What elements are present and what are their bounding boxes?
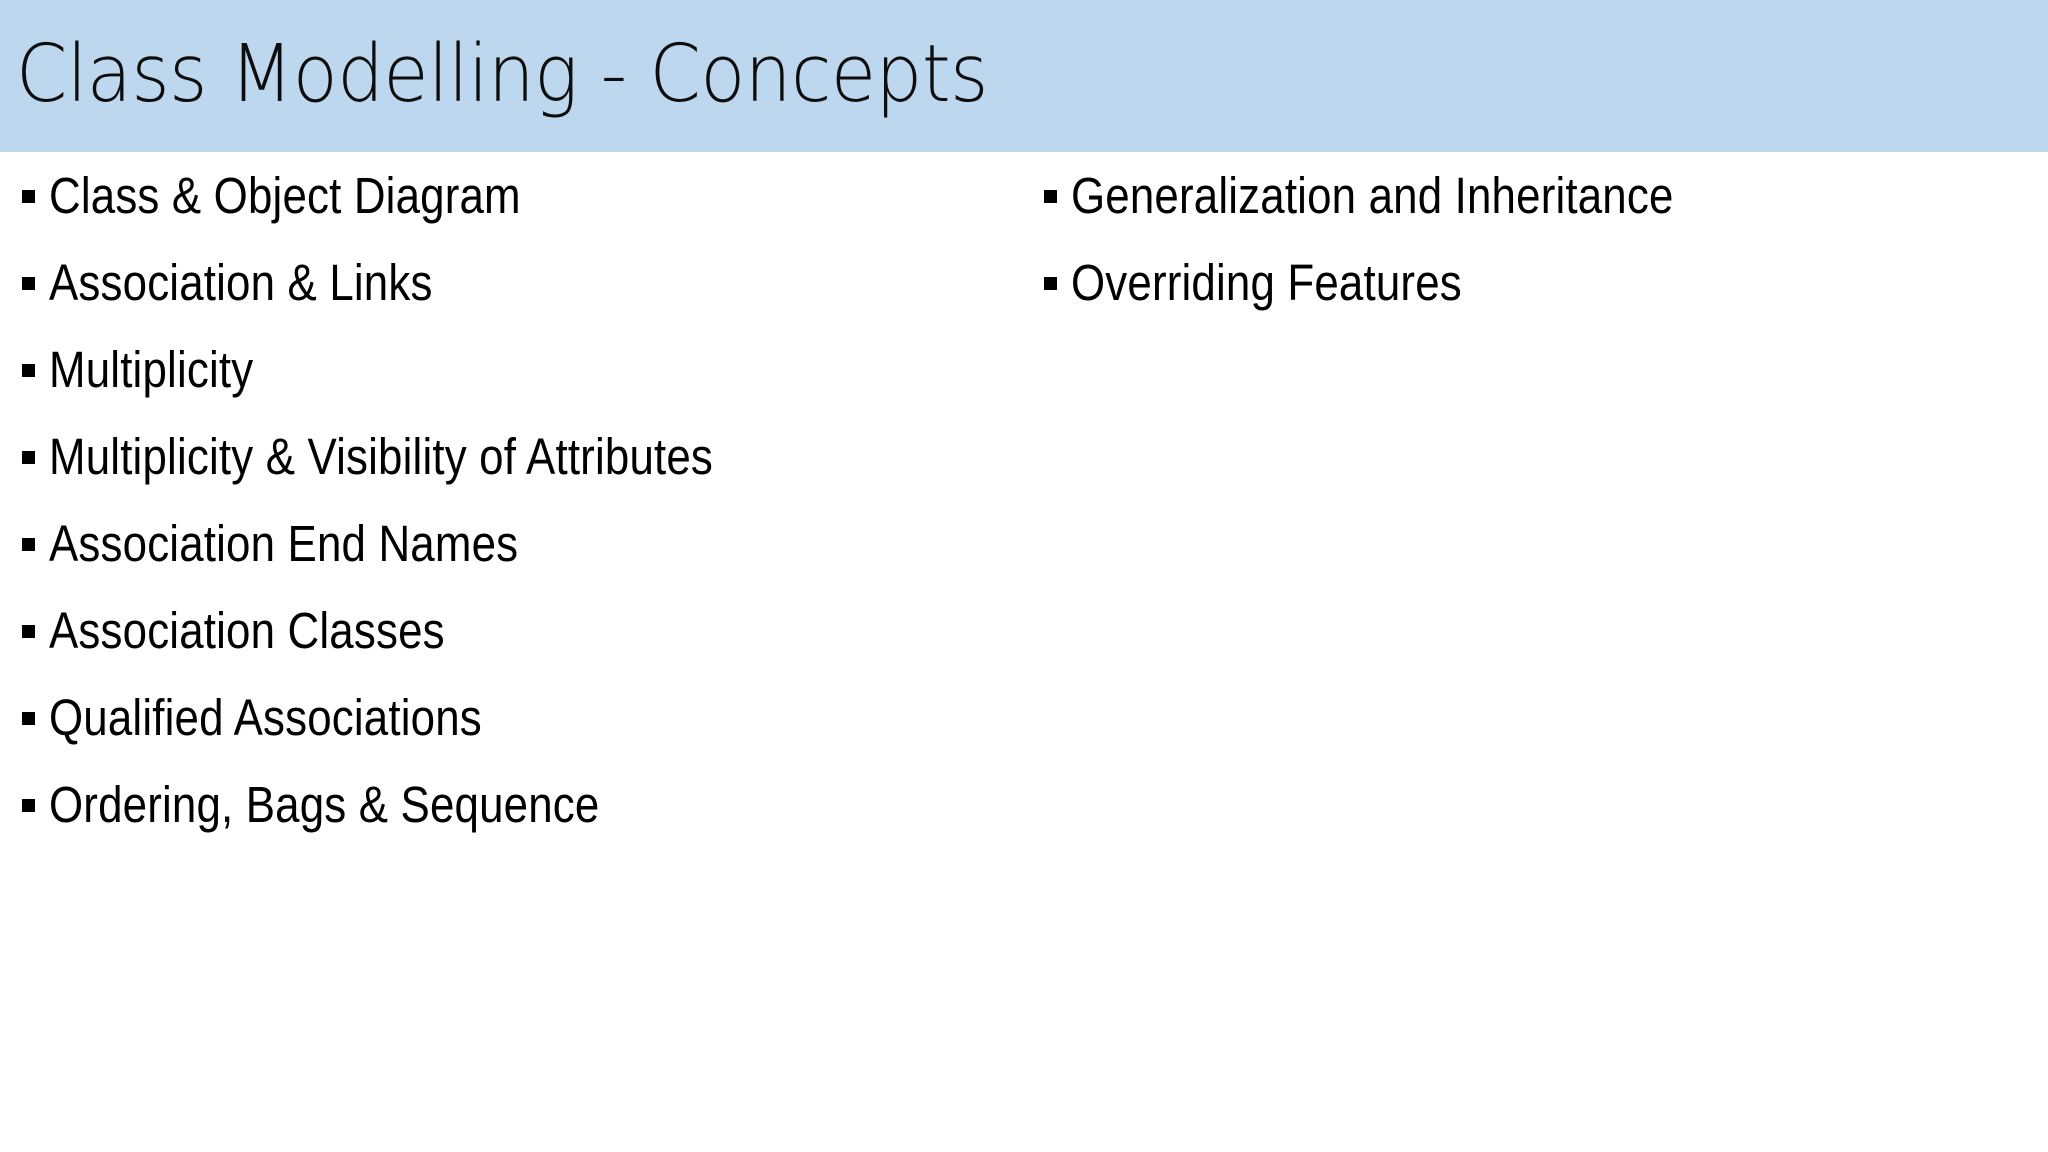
list-item-label: Qualified Associations [49, 689, 482, 746]
square-bullet-icon [22, 190, 35, 203]
slide-body: Class & Object Diagram Association & Lin… [0, 152, 2048, 1152]
list-item-label: Generalization and Inheritance [1071, 167, 1674, 224]
list-item-label: Overriding Features [1071, 254, 1462, 311]
list-item-label: Association & Links [49, 254, 433, 311]
list-item-label: Ordering, Bags & Sequence [49, 776, 600, 833]
square-bullet-icon [22, 451, 35, 464]
list-item-label: Association Classes [49, 602, 445, 659]
bullet-column-right: Generalization and Inheritance Overridin… [1044, 152, 2004, 326]
list-item: Multiplicity & Visibility of Attributes [22, 413, 1022, 500]
slide-title-band: Class Modelling - Concepts [0, 0, 2048, 152]
list-item: Overriding Features [1044, 239, 2004, 326]
list-item: Class & Object Diagram [22, 152, 1022, 239]
list-item: Generalization and Inheritance [1044, 152, 2004, 239]
list-item: Association End Names [22, 500, 1022, 587]
square-bullet-icon [22, 799, 35, 812]
square-bullet-icon [22, 364, 35, 377]
list-item-label: Multiplicity & Visibility of Attributes [49, 428, 714, 485]
list-item: Multiplicity [22, 326, 1022, 413]
square-bullet-icon [1044, 277, 1057, 290]
list-item: Association & Links [22, 239, 1022, 326]
square-bullet-icon [22, 625, 35, 638]
square-bullet-icon [22, 277, 35, 290]
square-bullet-icon [1044, 190, 1057, 203]
square-bullet-icon [22, 538, 35, 551]
list-item: Qualified Associations [22, 674, 1022, 761]
slide-title: Class Modelling - Concepts [16, 28, 988, 120]
list-item-label: Class & Object Diagram [49, 167, 521, 224]
list-item-label: Multiplicity [49, 341, 254, 398]
list-item: Association Classes [22, 587, 1022, 674]
list-item: Ordering, Bags & Sequence [22, 761, 1022, 848]
bullet-column-left: Class & Object Diagram Association & Lin… [22, 152, 1022, 848]
list-item-label: Association End Names [49, 515, 519, 572]
square-bullet-icon [22, 712, 35, 725]
